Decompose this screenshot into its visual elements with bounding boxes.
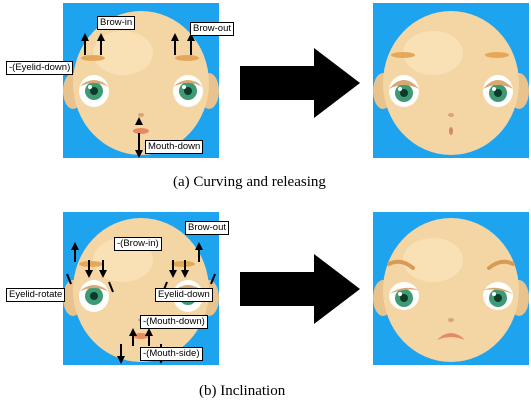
label-eyelid-rotate: Eyelid-rotate [6, 288, 66, 302]
face-panel-b-after [373, 212, 529, 365]
label-brow-in: Brow-in [97, 16, 136, 30]
label-brow-out-b: Brow-out [185, 221, 230, 235]
caption-b: (b) Inclination [199, 383, 286, 399]
label-mouth-side-neg: -(Mouth-side) [140, 347, 203, 361]
label-brow-out: Brow-out [190, 22, 235, 36]
label-mouth-down-neg: -(Mouth-down) [140, 315, 208, 329]
label-mouth-down: Mouth-down [145, 140, 204, 154]
transition-arrow-b [240, 254, 360, 324]
caption-a: (a) Curving and releasing [173, 174, 326, 190]
transition-arrow-a [240, 48, 360, 118]
label-brow-in-neg: -(Brow-in) [114, 237, 162, 251]
label-eyelid-down: Eyelid-down [155, 288, 213, 302]
face-panel-a-after [373, 3, 529, 158]
label-eyelid-down-neg: -(Eyelid-down) [6, 61, 74, 75]
